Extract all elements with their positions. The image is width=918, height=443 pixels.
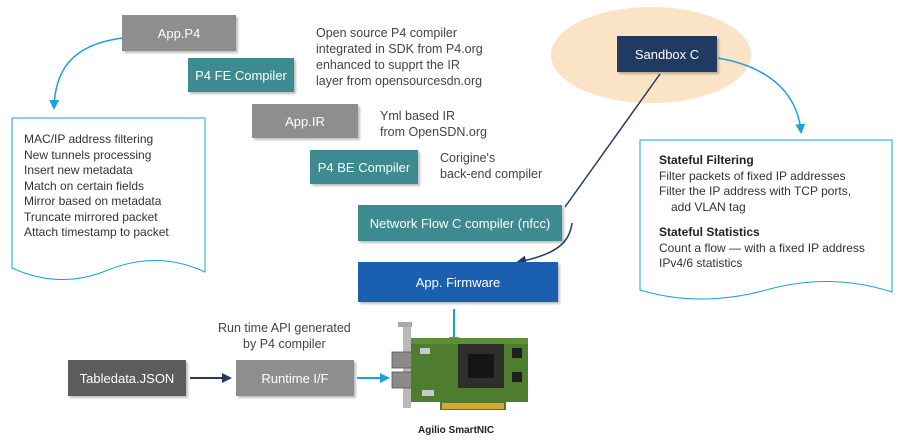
smartnic-caption: Agilio SmartNIC [418,425,495,436]
list-item: Truncate mirrored packet [24,209,158,224]
sandbox-c-box[interactable]: Sandbox C [617,36,717,72]
list-item: IPv4/6 statistics [659,256,743,270]
smartnic-card-icon [391,322,528,410]
ir-note: Yml based IR from OpenSDN.org [380,109,487,139]
filter-feature-list: MAC/IP address filtering New tunnels pro… [24,132,169,241]
stateful-statistics-heading: Stateful Statistics [659,225,760,239]
fe-compiler-note: Open source P4 compiler integrated in SD… [316,26,483,88]
runtime-if-box[interactable]: Runtime I/F [236,360,354,396]
spacer [659,215,865,225]
list-item: Mirror based on metadata [24,194,162,208]
list-item: Insert new metadata [24,163,133,177]
list-item: New tunnels processing [24,147,152,162]
app-p4-box[interactable]: App.P4 [122,15,236,51]
runtime-api-note: Run time API generated by P4 compiler [218,321,351,351]
list-item: Attach timestamp to packet [24,225,169,239]
right-document-shape [639,139,893,300]
stateful-filtering-heading: Stateful Filtering [659,153,754,167]
list-item: add VLAN tag [671,199,746,214]
left-document-shape [11,117,206,281]
arrow-nfcc-to-firmware [516,222,573,266]
arrow-app-p4-to-filter-list [49,37,123,110]
app-ir-box[interactable]: App.IR [252,104,358,138]
tabledata-json-box[interactable]: Tabledata.JSON [68,360,186,396]
arrow-sandbox-to-stateful-list [717,57,806,134]
list-item: Filter the IP address with TCP ports, [659,184,852,198]
app-firmware-box[interactable]: App. Firmware [358,262,558,302]
list-item: MAC/IP address filtering [24,132,154,146]
nfcc-box[interactable]: Network Flow C compiler (nfcc) [358,205,562,241]
stateful-feature-list: Stateful Filtering Filter packets of fix… [659,153,865,272]
list-item: Match on certain fields [24,178,145,193]
list-item: Count a flow — with a fixed IP address [659,240,865,255]
line-sandbox-to-nfcc [564,73,661,208]
list-item: Filter packets of fixed IP addresses [659,168,846,183]
p4-be-compiler-box[interactable]: P4 BE Compiler [310,150,418,184]
be-compiler-note: Corigine's back-end compiler [440,151,543,181]
p4-fe-compiler-box[interactable]: P4 FE Compiler [188,58,294,92]
